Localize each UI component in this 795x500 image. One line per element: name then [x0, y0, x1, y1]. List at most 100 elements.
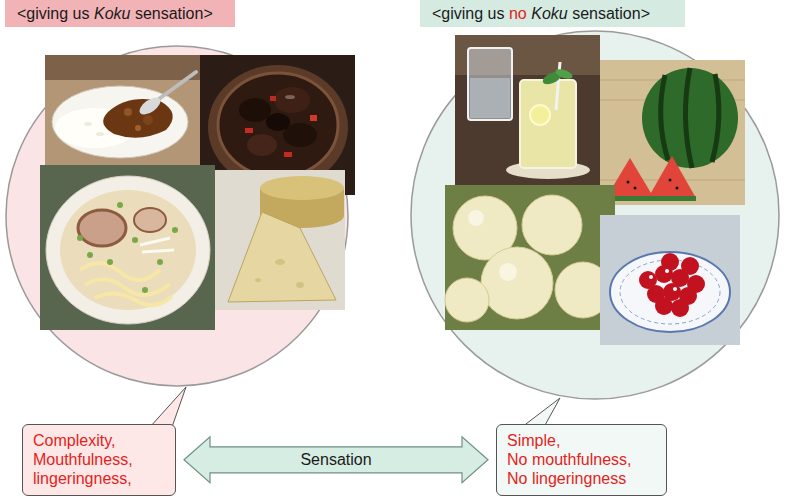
callout-tail-part — [150, 387, 186, 427]
cheese-photo — [215, 170, 345, 310]
cherries-photo-part — [655, 297, 673, 315]
stew-photo-part — [218, 73, 338, 177]
drinks-photo-part — [468, 48, 512, 120]
curry-photo-part — [96, 132, 104, 136]
cherries-photo-part — [649, 275, 653, 279]
callout-tail-part — [522, 398, 560, 427]
curry-photo-part — [84, 122, 92, 126]
text-run: lingeringness — [532, 470, 626, 487]
text-run: lingeringness, — [33, 470, 132, 487]
watermelon-photo-part — [676, 187, 679, 190]
pears-photo-part — [445, 185, 615, 330]
pears-photo-part — [522, 195, 582, 255]
text-run: Complexity, — [33, 432, 115, 449]
cheese-photo-part — [275, 259, 285, 265]
pears-photo-part — [481, 247, 553, 319]
text-line: No mouthfulness, — [507, 450, 656, 469]
watermelon-photo-part — [648, 196, 696, 201]
cherries-photo-part — [671, 299, 689, 317]
text-run: mouthfulness, — [532, 451, 632, 468]
text-run: <giving — [432, 5, 483, 22]
stew-photo-part — [266, 113, 290, 131]
cherries-photo-part — [661, 253, 679, 271]
text-run: <giving — [17, 5, 68, 22]
circle-shape — [6, 46, 348, 386]
cherries-photo-part — [610, 252, 730, 332]
cheese-photo-part — [255, 278, 261, 282]
text-run: no — [509, 5, 527, 22]
edge-label-holder: Sensation — [297, 451, 374, 469]
pears-photo-part — [468, 210, 484, 226]
curry-photo-part — [52, 86, 188, 158]
ramen-photo-part — [95, 293, 172, 305]
text-run: No — [507, 470, 527, 487]
stew-photo-part — [270, 96, 276, 101]
heading-text: <giving us no Koku sensation> — [432, 5, 650, 23]
text-run: Simple, — [507, 432, 560, 449]
watermelon-photo-part — [600, 60, 745, 205]
callout-box: Complexity, Mouthfulness, lingeringness, — [22, 424, 176, 496]
watermelon-photo-part — [642, 68, 738, 168]
koku-circle: <giving us Koku sensation> — [5, 45, 349, 387]
pears-photo-part — [445, 278, 489, 322]
heading-band: <giving us no Koku sensation> — [420, 0, 685, 27]
watermelon-photo-part — [634, 187, 637, 190]
ramen-photo-part — [40, 165, 215, 330]
watermelon-photo-part — [669, 179, 672, 182]
curry-photo-part — [45, 55, 200, 80]
ramen-photo — [40, 165, 215, 330]
curry-photo-part — [143, 115, 153, 125]
cherries-photo-part — [673, 287, 677, 291]
circle-outline — [410, 30, 780, 400]
curry-photo-part — [103, 99, 173, 138]
stew-photo-part — [310, 115, 317, 121]
no-koku-circle: <giving us no Koku sensation> — [410, 30, 780, 400]
double-arrow — [184, 437, 488, 483]
text-line: lingeringness, — [33, 469, 165, 488]
text-run: us — [73, 5, 90, 22]
callout-text: Simple, No mouthfulness, No lingeringnes… — [507, 431, 656, 489]
text-run: us — [488, 5, 505, 22]
heading-text: <giving us Koku sensation> — [17, 5, 213, 23]
ramen-photo-part — [172, 227, 178, 233]
callout-box: Simple, No mouthfulness, No lingeringnes… — [496, 424, 667, 496]
curry-photo-part — [135, 125, 141, 131]
text-run: Mouthfulness, — [33, 451, 133, 468]
watermelon-photo-part — [712, 74, 719, 162]
drinks-photo-part — [554, 67, 574, 81]
text-line: Simple, — [507, 431, 656, 450]
callout-tail — [150, 387, 186, 427]
ramen-photo-part — [85, 279, 170, 295]
ramen-photo-part — [87, 252, 93, 258]
stew-photo-part — [247, 134, 277, 156]
ramen-photo-part — [134, 208, 166, 232]
stew-photo-part — [245, 128, 253, 133]
stew-photo-part — [285, 95, 295, 99]
drinks-photo — [455, 35, 600, 185]
curry-photo — [45, 55, 200, 165]
callout-text: Complexity, Mouthfulness, lingeringness, — [33, 431, 165, 489]
ramen-photo-part — [60, 190, 196, 310]
circle-outline — [5, 45, 349, 387]
ramen-photo-part — [157, 259, 163, 265]
circle-shape — [411, 31, 779, 399]
watermelon-photo-part — [648, 156, 696, 198]
ramen-photo-part — [77, 235, 83, 241]
cherries-photo-part — [681, 257, 699, 275]
pears-photo — [445, 185, 615, 330]
text-line: Complexity, — [33, 431, 165, 450]
text-line: Mouthfulness, — [33, 450, 165, 469]
ramen-photo-part — [80, 263, 160, 280]
ramen-photo-part — [107, 259, 113, 265]
text-run: sensation> — [135, 5, 213, 22]
text-line: No lingeringness — [507, 469, 656, 488]
ramen-photo-part — [132, 237, 138, 243]
callout-tail — [522, 398, 560, 427]
ramen-photo-part — [78, 210, 126, 246]
curry-photo-part — [124, 108, 132, 116]
watermelon-photo-part — [685, 68, 692, 168]
stew-photo-part — [274, 87, 310, 113]
drinks-photo-part — [455, 35, 600, 185]
text-run: No — [507, 451, 527, 468]
